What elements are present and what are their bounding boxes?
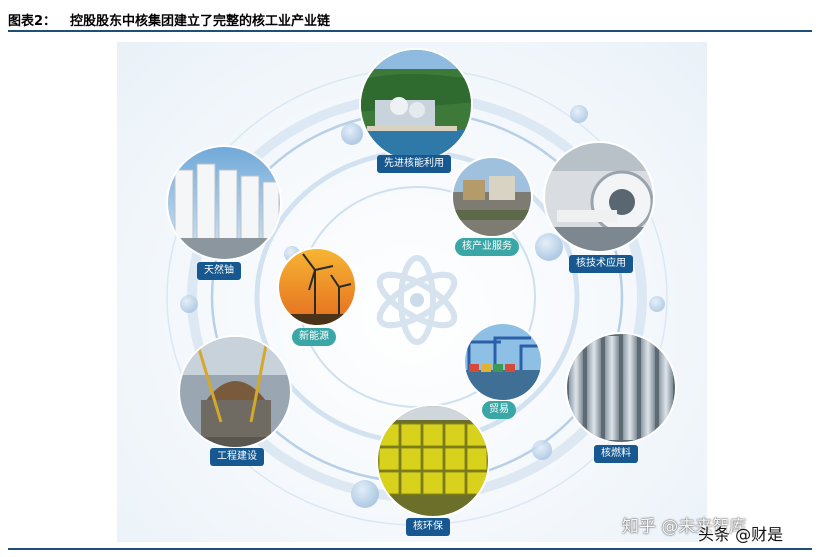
label-engineering: 工程建设 [210, 448, 264, 466]
natural-uranium-photo [166, 145, 282, 261]
new-energy-photo [277, 247, 357, 327]
figure-number: 图表2： [8, 14, 57, 29]
label-nuclear-tech: 核技术应用 [569, 255, 633, 273]
footer-rule [8, 548, 812, 550]
toutiao-watermark: 头条 @财是 [698, 525, 784, 544]
label-environmental: 核环保 [406, 518, 450, 536]
label-trade: 贸易 [482, 401, 516, 419]
label-natural-uranium: 天然铀 [197, 262, 241, 280]
label-nuclear-services: 核产业服务 [455, 238, 519, 256]
engineering-photo [178, 335, 292, 449]
figure-title: 控股股东中核集团建立了完整的核工业产业链 [70, 14, 331, 29]
nuclear-services-photo [451, 156, 533, 238]
trade-photo [463, 322, 543, 402]
diagram-rings [166, 48, 677, 526]
label-advanced-nuclear: 先进核能利用 [377, 155, 451, 173]
environmental-photo [376, 404, 490, 518]
label-new-energy: 新能源 [292, 328, 336, 346]
header-rule [8, 30, 812, 32]
figure-header: 图表2： 控股股东中核集团建立了完整的核工业产业链 [8, 6, 812, 29]
industry-chain-diagram: 先进核能利用 核技术应用 核燃料 核环保 工程建设 天然铀 核产业服务 新能源 … [117, 42, 707, 542]
label-nuclear-fuel: 核燃料 [594, 445, 638, 463]
nuclear-fuel-photo [565, 332, 677, 444]
advanced-nuclear-photo [359, 48, 473, 162]
zhihu-watermark: 知乎 @未来智库 [622, 517, 747, 537]
nuclear-tech-photo [543, 141, 655, 253]
